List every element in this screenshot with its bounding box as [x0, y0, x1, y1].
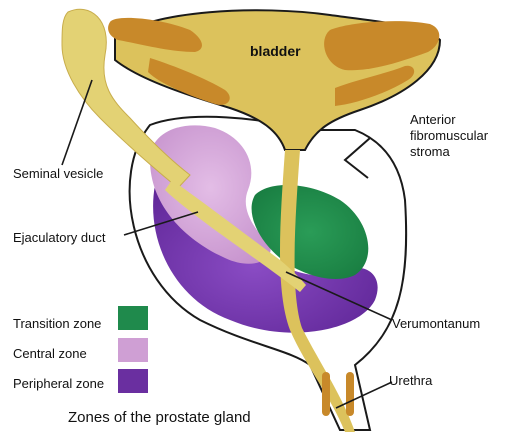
- label-seminal-vesicle: Seminal vesicle: [13, 166, 103, 182]
- legend-label-peripheral-zone: Peripheral zone: [13, 376, 104, 392]
- figure-title: Zones of the prostate gland: [68, 409, 251, 427]
- label-urethra: Urethra: [389, 373, 432, 389]
- legend-label-central-zone: Central zone: [13, 346, 87, 362]
- label-anterior-line3: stroma: [410, 144, 488, 160]
- legend-label-transition-zone: Transition zone: [13, 316, 101, 332]
- label-anterior-line2: fibromuscular: [410, 128, 488, 144]
- legend-swatch-central-zone: [118, 338, 148, 362]
- label-verumontanum: Verumontanum: [392, 316, 480, 332]
- label-bladder: bladder: [250, 43, 301, 59]
- sphincter-left: [322, 372, 330, 416]
- legend-swatch-transition-zone: [118, 306, 148, 330]
- label-anterior-line1: Anterior: [410, 112, 488, 128]
- sphincter-right: [346, 372, 354, 416]
- leader-seminal-vesicle: [62, 80, 92, 165]
- label-anterior-fibromuscular-stroma: Anterior fibromuscular stroma: [410, 112, 488, 160]
- label-ejaculatory-duct: Ejaculatory duct: [13, 230, 106, 246]
- legend-swatch-peripheral-zone: [118, 369, 148, 393]
